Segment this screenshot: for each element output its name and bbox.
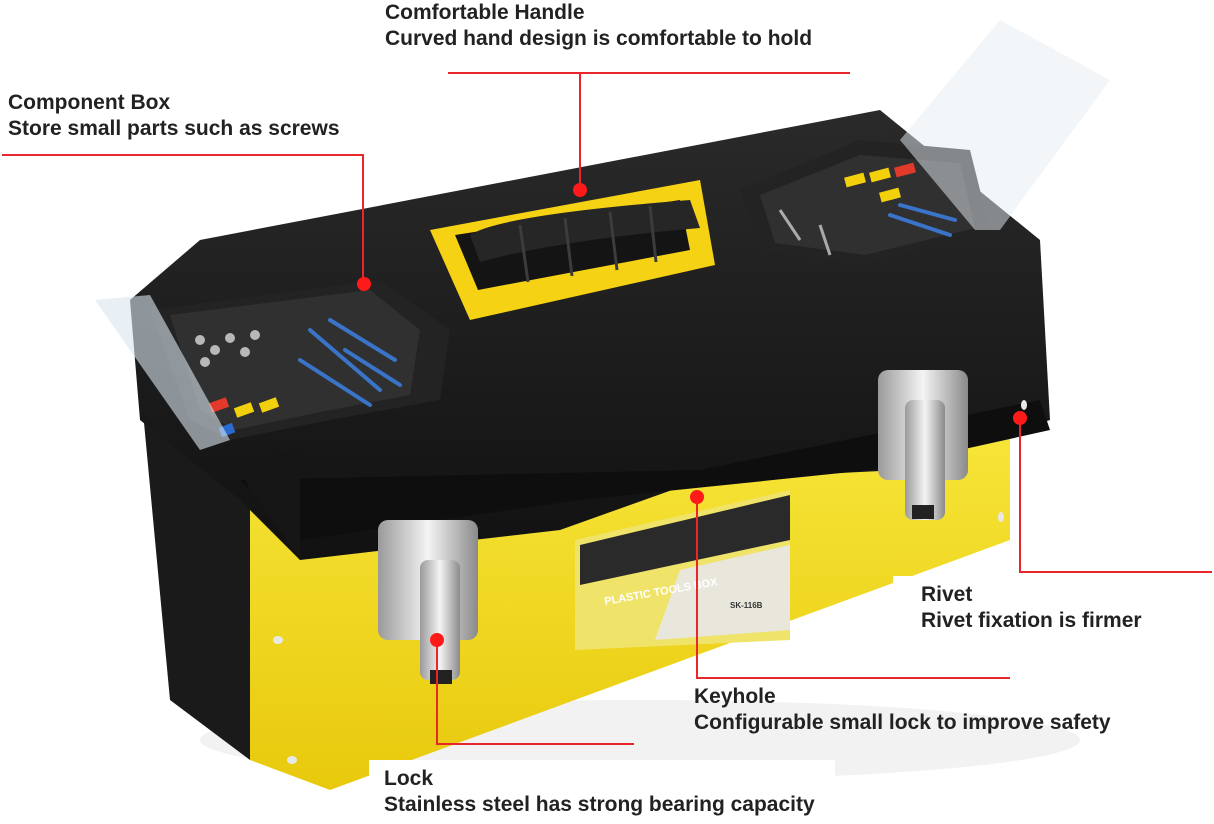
callout-rivet: Rivet Rivet fixation is firmer	[893, 576, 1182, 634]
carry-handle	[430, 180, 715, 320]
callout-lines	[2, 72, 1212, 745]
component-box-dot	[357, 277, 371, 291]
callout-keyhole: Keyhole Configurable small lock to impro…	[694, 684, 1111, 736]
callout-title: Comfortable Handle	[385, 1, 585, 24]
callout-title: Rivet	[921, 583, 973, 606]
rivets	[273, 400, 1027, 764]
callout-title: Component Box	[8, 91, 171, 114]
left-component-box	[95, 280, 450, 450]
callout-description: Rivet fixation is firmer	[921, 609, 1142, 632]
callout-description: Store small parts such as screws	[8, 117, 340, 140]
callout-dots	[357, 183, 1027, 647]
handle-dot	[573, 183, 587, 197]
callout-lock: Lock Stainless steel has strong bearing …	[369, 760, 835, 824]
keyhole-dot	[690, 490, 704, 504]
label-plate-model: SK-116B	[730, 601, 763, 610]
callout-description: Configurable small lock to improve safet…	[694, 711, 1111, 734]
callout-description: Curved hand design is comfortable to hol…	[385, 27, 813, 50]
callout-component-box: Component Box Store small parts such as …	[8, 90, 340, 142]
lock-dot	[430, 633, 444, 647]
callout-description: Stainless steel has strong bearing capac…	[384, 793, 815, 816]
callout-title: Lock	[384, 767, 434, 790]
left-latch	[378, 520, 478, 684]
callout-title: Keyhole	[694, 685, 776, 708]
product-label-plate: PLASTIC TOOLS BOX SK-116B	[575, 490, 790, 650]
right-latch	[878, 370, 968, 520]
right-component-box	[740, 20, 1110, 265]
callout-handle: Comfortable Handle Curved hand design is…	[385, 0, 812, 52]
rivet-dot	[1013, 411, 1027, 425]
